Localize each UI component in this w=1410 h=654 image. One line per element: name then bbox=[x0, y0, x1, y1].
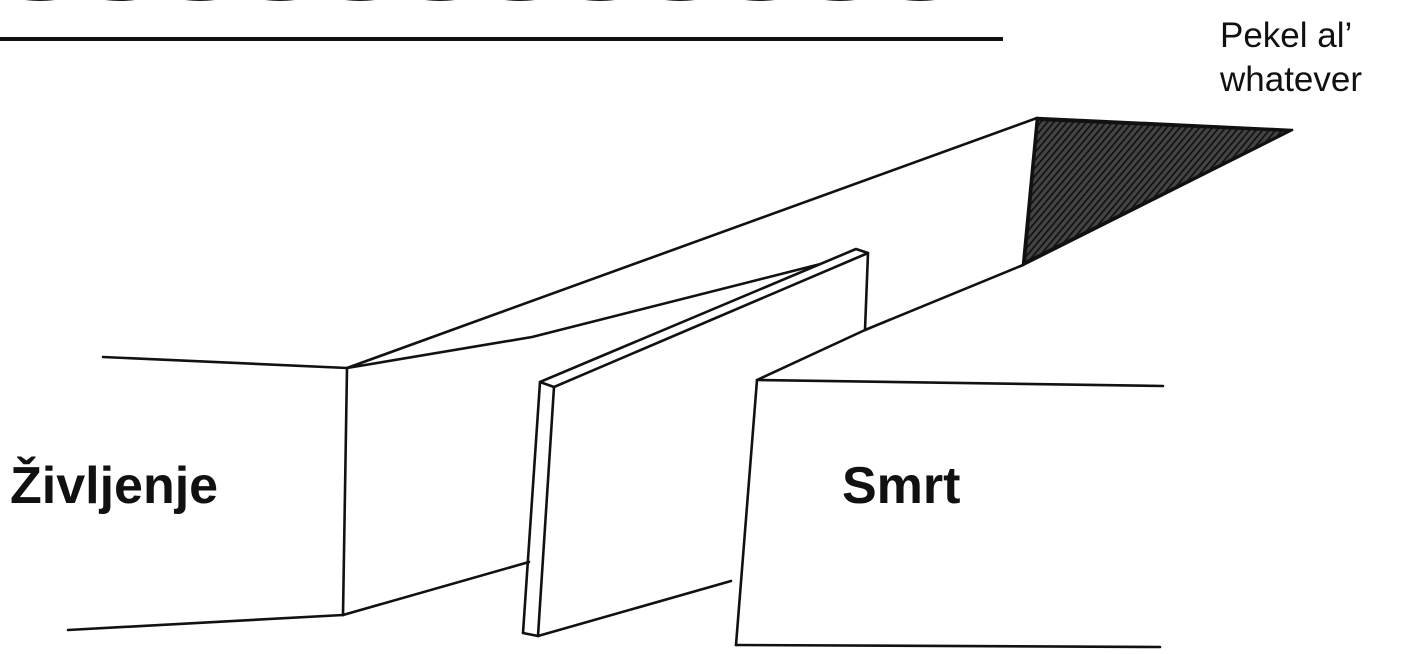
cropped-heading bbox=[0, 0, 1003, 39]
label-corridor-end: Pekel al’ whatever bbox=[1220, 14, 1362, 102]
label-zivljenje: Življenje bbox=[10, 456, 218, 516]
thin-wall bbox=[523, 249, 868, 636]
label-corridor-end-line1: Pekel al’ bbox=[1220, 14, 1362, 58]
hatched-end bbox=[1025, 120, 1288, 262]
label-smrt: Smrt bbox=[842, 456, 960, 516]
label-corridor-end-line2: whatever bbox=[1220, 58, 1362, 102]
left-block bbox=[68, 253, 864, 630]
